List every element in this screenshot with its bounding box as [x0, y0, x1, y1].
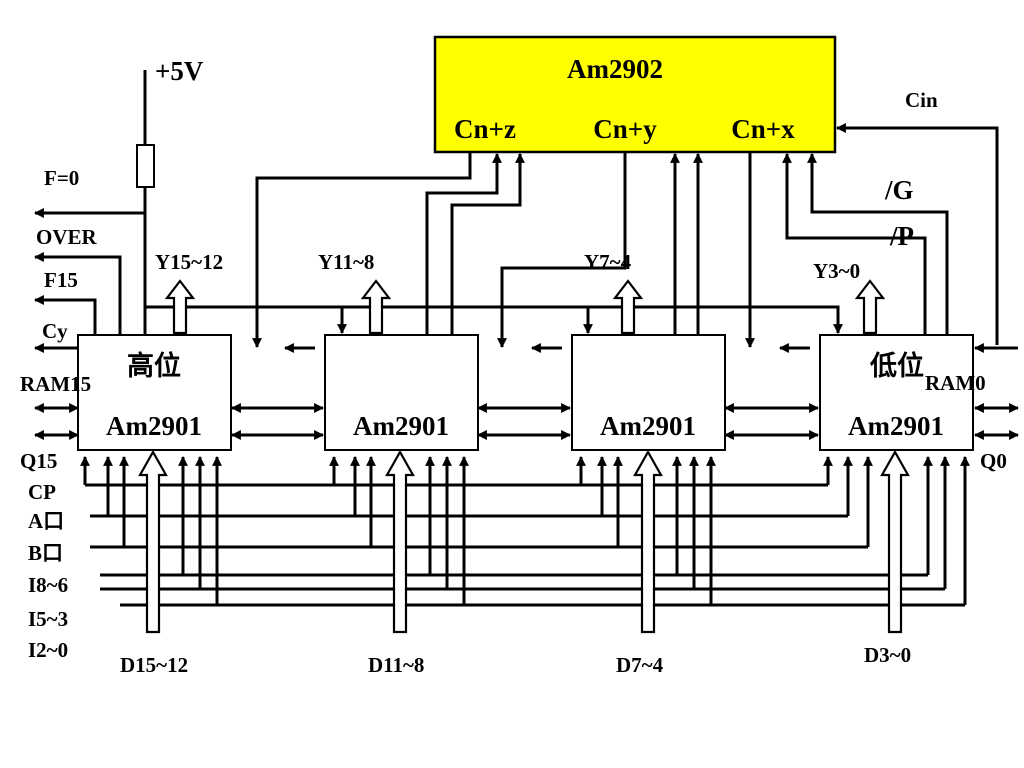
y-output-label-4: Y3~0	[813, 259, 860, 283]
cp-label: CP	[28, 480, 56, 504]
a-port-label: A口	[28, 509, 64, 533]
y-output-arrow	[360, 279, 392, 335]
d-input-arrow	[633, 449, 663, 634]
over-label: OVER	[36, 225, 98, 249]
y-output-label-2: Y11~8	[318, 250, 374, 274]
y-output-arrow	[854, 279, 886, 335]
q0-label: Q0	[980, 449, 1007, 473]
generate-propagate-wires	[425, 153, 949, 335]
ram15-label: RAM15	[20, 372, 91, 396]
chip-position-label-low: 低位	[869, 350, 924, 381]
am2902-pin-cnx: Cn+x	[731, 114, 795, 144]
p-label: /P	[889, 221, 914, 251]
chip-name-label: Am2901	[848, 411, 944, 441]
shift-wires	[34, 343, 1019, 440]
y-output-arrows	[164, 279, 886, 335]
chip-position-label-high: 高位	[127, 350, 181, 381]
q15-label: Q15	[20, 449, 57, 473]
g-label: /G	[884, 175, 914, 205]
y-output-label-1: Y15~12	[155, 250, 223, 274]
b-port-label: B口	[28, 541, 63, 565]
power-label: +5V	[155, 56, 204, 86]
chip-name-label: Am2901	[353, 411, 449, 441]
chip-name-label: Am2901	[600, 411, 696, 441]
d-input-arrows	[138, 449, 910, 634]
i53-label: I5~3	[28, 607, 68, 631]
am2902-title: Am2902	[567, 54, 663, 84]
d-input-label-4: D3~0	[864, 643, 911, 667]
i20-label: I2~0	[28, 638, 68, 662]
am2902-pin-cny: Cn+y	[593, 114, 657, 144]
am2902-pin-cnz: Cn+z	[454, 114, 516, 144]
ram0-label: RAM0	[925, 371, 986, 395]
d-input-label-1: D15~12	[120, 653, 188, 677]
d-input-label-2: D11~8	[368, 653, 424, 677]
d-input-arrow	[880, 449, 910, 634]
am2901-chip-3	[571, 334, 726, 451]
y-output-arrow	[164, 279, 196, 335]
cin-label: Cin	[905, 88, 938, 112]
control-buses	[80, 456, 970, 607]
chip-name-label: Am2901	[106, 411, 202, 441]
i86-label: I8~6	[28, 573, 68, 597]
am2902-chip	[433, 35, 837, 154]
pullup-resistor	[136, 144, 155, 188]
am2901-chip-high	[77, 334, 232, 451]
f15-label: F15	[44, 268, 78, 292]
d-input-label-3: D7~4	[616, 653, 664, 677]
am2901-chip-low	[819, 334, 974, 451]
cy-label: Cy	[42, 319, 68, 343]
f0-label: F=0	[44, 166, 79, 190]
d-input-arrow	[385, 449, 415, 634]
am2901-chip-2	[324, 334, 479, 451]
y-output-arrow	[612, 279, 644, 335]
d-input-arrow	[138, 449, 168, 634]
y-output-label-3: Y7~4	[584, 250, 632, 274]
